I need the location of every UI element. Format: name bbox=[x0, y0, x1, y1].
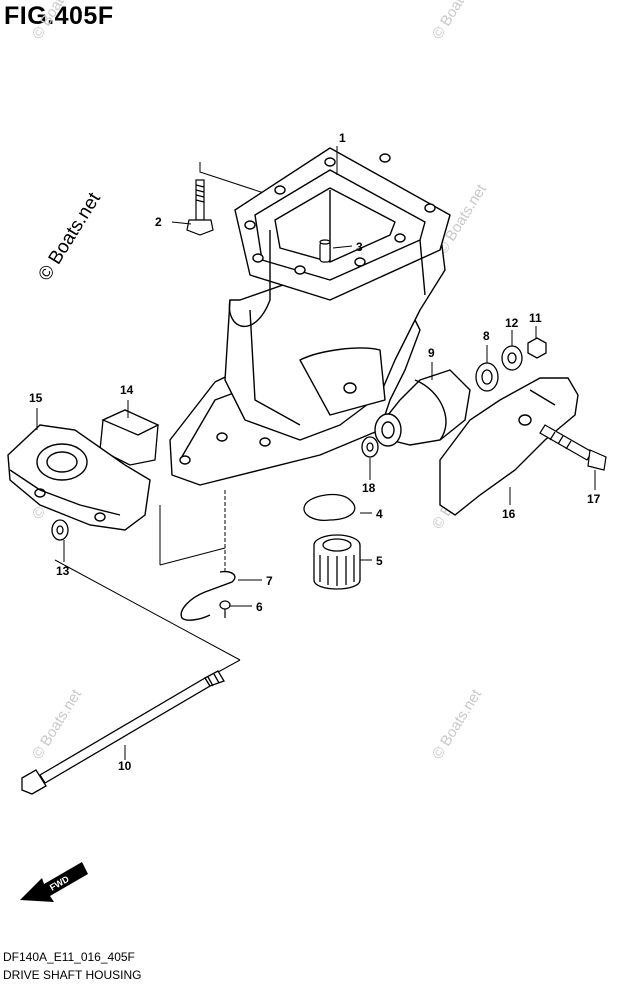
callout-5: 5 bbox=[376, 554, 383, 568]
rubber-block-part-14 bbox=[99, 409, 160, 466]
watermark-faint: © Boats.net bbox=[29, 686, 86, 762]
watermark-faint: © Boats.net bbox=[429, 0, 486, 42]
callout-6: 6 bbox=[256, 600, 263, 614]
screw-part-6 bbox=[219, 600, 231, 618]
callout-4: 4 bbox=[376, 507, 383, 521]
callout-2: 2 bbox=[155, 215, 162, 229]
callout-9: 9 bbox=[428, 346, 435, 360]
callout-10: 10 bbox=[118, 759, 132, 773]
callout-7: 7 bbox=[266, 574, 273, 588]
fwd-arrow-icon: FWD bbox=[20, 862, 88, 902]
callout-1: 1 bbox=[339, 131, 346, 145]
drive-shaft-housing bbox=[169, 147, 451, 486]
figure-title: FIG.405F bbox=[4, 2, 114, 30]
gasket-part-4 bbox=[303, 493, 356, 521]
washer-part-18 bbox=[361, 436, 379, 458]
watermark-faint: © Boats.net bbox=[429, 686, 486, 762]
diagram-name: DRIVE SHAFT HOUSING bbox=[3, 968, 142, 982]
cover-part-16 bbox=[439, 377, 579, 516]
washer-part-8 bbox=[475, 362, 499, 392]
callout-17: 17 bbox=[587, 492, 601, 506]
watermark-main: © Boats.net bbox=[34, 188, 105, 284]
bolt-part-2 bbox=[186, 179, 214, 236]
callout-leaders bbox=[36, 146, 596, 760]
callout-11: 11 bbox=[529, 311, 542, 325]
watermark-faint: © Boats.net bbox=[29, 0, 86, 42]
callout-18: 18 bbox=[362, 481, 376, 495]
callout-15: 15 bbox=[29, 391, 43, 405]
nut-part-11 bbox=[527, 337, 547, 359]
callout-3: 3 bbox=[356, 240, 363, 254]
callout-numbers: 1 2 3 4 5 6 7 8 9 10 11 12 13 14 15 16 1… bbox=[29, 131, 601, 773]
bushing-part-5 bbox=[313, 534, 361, 590]
callout-13: 13 bbox=[56, 564, 70, 578]
long-bolt-part-10 bbox=[21, 670, 225, 795]
callout-8: 8 bbox=[483, 329, 490, 343]
washer-part-13 bbox=[51, 519, 69, 541]
mount-part-9 bbox=[374, 369, 471, 447]
bolt-part-17 bbox=[539, 424, 607, 471]
clamp-bracket-part-15 bbox=[7, 424, 151, 531]
dowel-pin-part-3 bbox=[319, 239, 331, 263]
callout-12: 12 bbox=[505, 316, 519, 330]
model-code: DF140A_E11_016_405F bbox=[3, 950, 135, 964]
callout-16: 16 bbox=[502, 507, 516, 521]
washer-part-12 bbox=[501, 345, 523, 371]
clip-part-7 bbox=[180, 570, 236, 621]
callout-14: 14 bbox=[120, 383, 134, 397]
